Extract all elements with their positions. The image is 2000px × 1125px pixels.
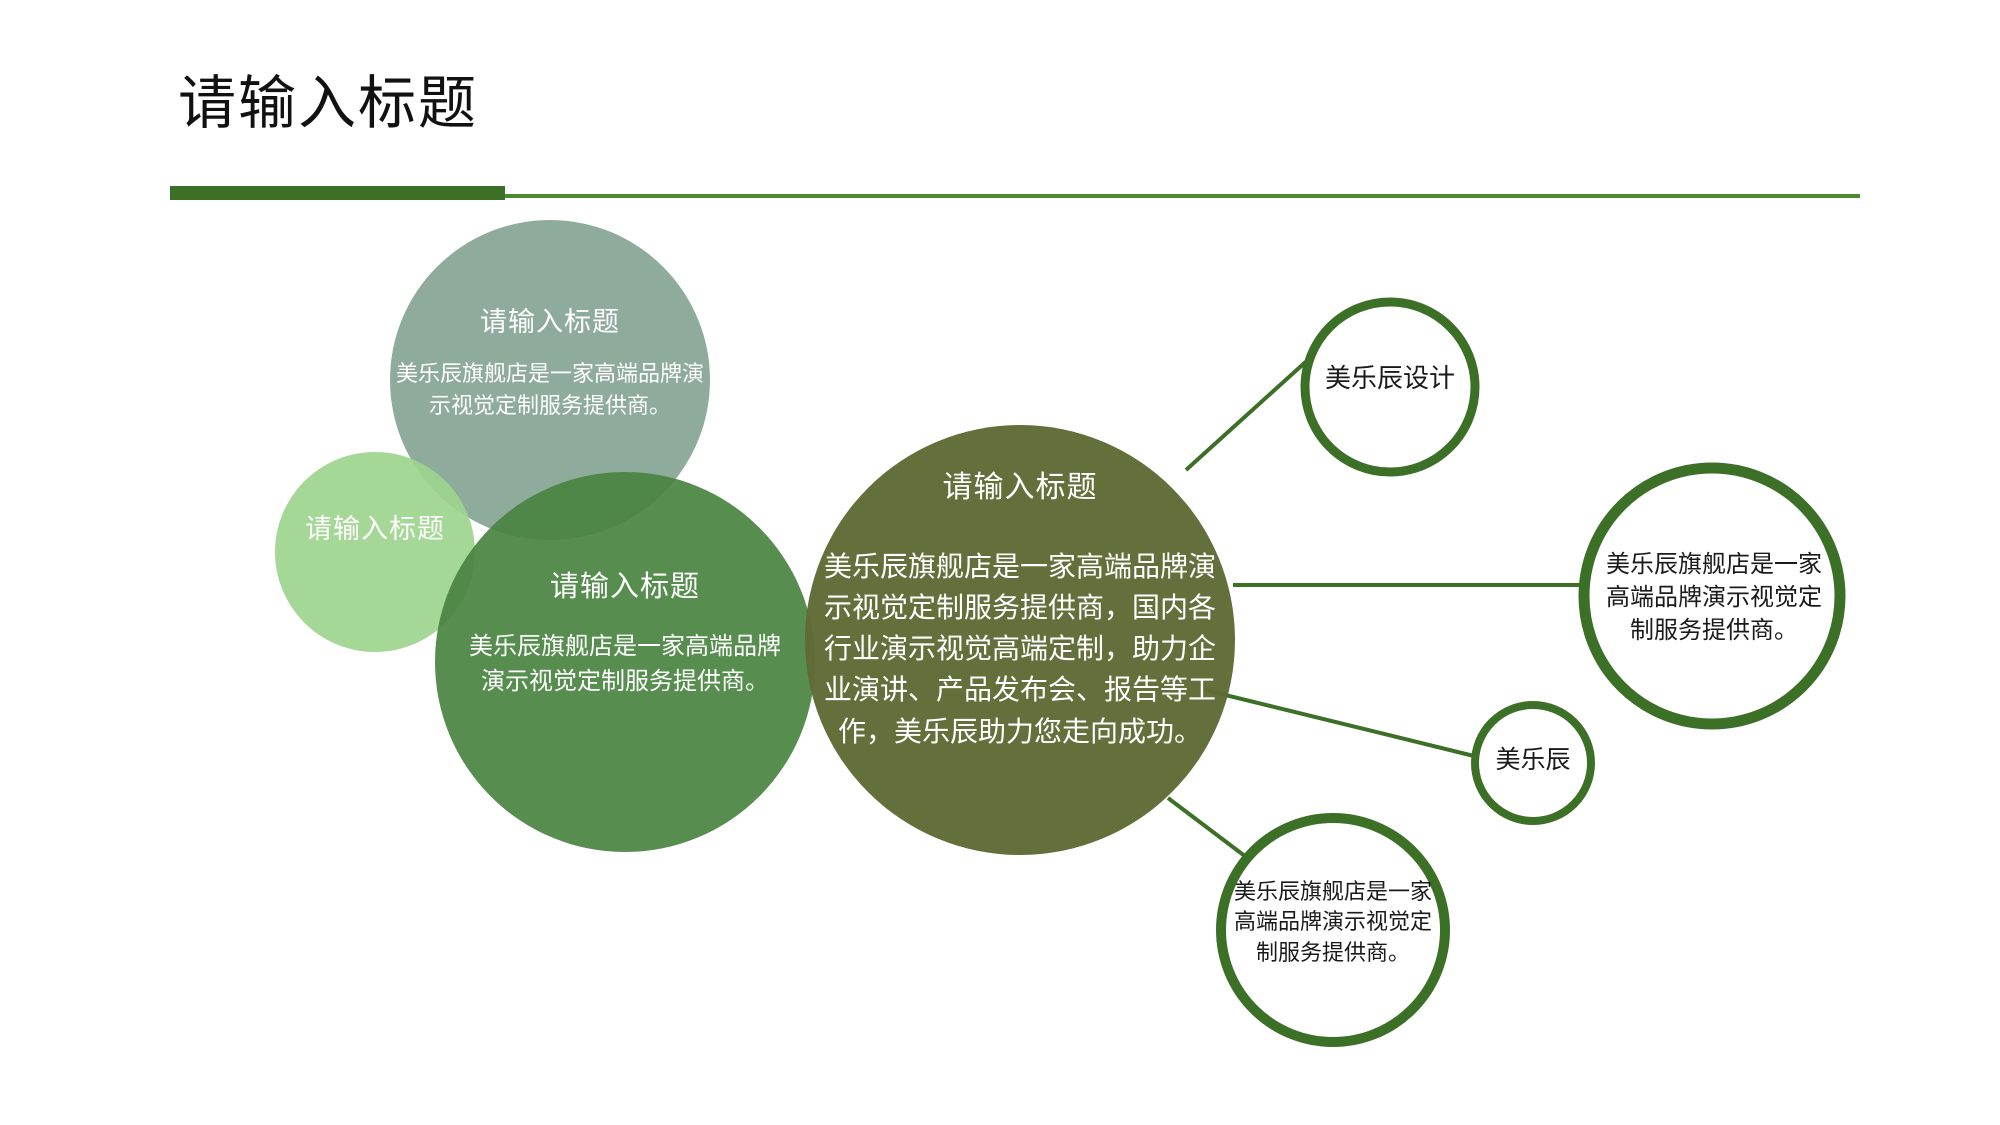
light-green-bubble	[275, 452, 475, 652]
outline-nodes	[1216, 297, 1846, 1047]
node-brand-circle	[1471, 701, 1595, 825]
node-flagship-right-circle	[1578, 462, 1846, 730]
connector-to-node-flagship-bottom	[1166, 796, 1260, 868]
connector-to-node-brand	[1204, 688, 1479, 759]
connector-lines	[1166, 356, 1586, 868]
dark-olive-main-bubble	[805, 425, 1235, 855]
header-rule-thick	[170, 186, 505, 200]
header-rule-thin	[170, 194, 1860, 198]
connector-to-node-design	[1184, 356, 1312, 472]
node-flagship-bottom-circle	[1216, 813, 1450, 1047]
filled-bubbles	[275, 220, 1235, 855]
page-title: 请输入标题	[178, 71, 479, 136]
grey-green-bubble	[390, 220, 710, 540]
medium-green-bubble	[435, 472, 815, 852]
node-design-circle	[1300, 297, 1480, 477]
